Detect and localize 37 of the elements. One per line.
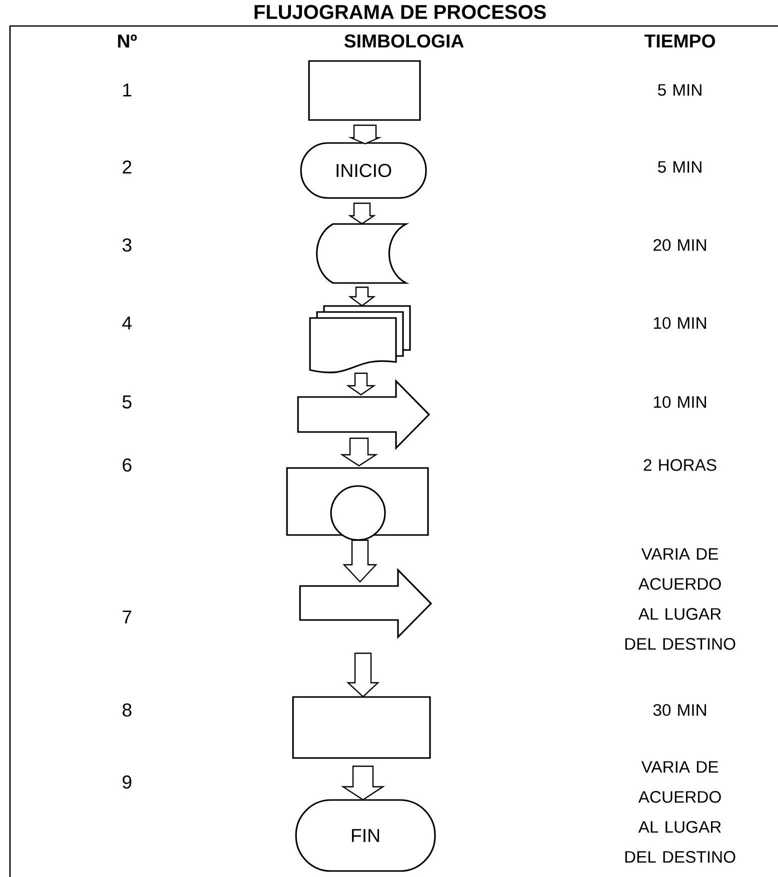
arrow — [346, 652, 380, 698]
arrow — [346, 372, 376, 396]
arrow — [348, 124, 382, 144]
time-label: 2 HORAS — [644, 459, 716, 471]
arrow — [348, 286, 376, 306]
row-number: 5 — [122, 396, 132, 409]
row-number: 8 — [122, 703, 132, 717]
row-number: 3 — [122, 238, 132, 252]
multi-document-symbol — [309, 305, 411, 374]
column-header: SIMBOLOGIA — [344, 34, 464, 48]
time-label: 5 MIN — [658, 84, 702, 96]
time-label: 10 MIN — [654, 396, 706, 408]
time-label: 30 MIN — [653, 704, 706, 716]
row-number: 1 — [123, 84, 132, 96]
time-label: 20 MIN — [654, 239, 706, 251]
block-arrow-symbol — [297, 379, 430, 450]
process-box — [292, 696, 431, 759]
process-box — [308, 60, 421, 121]
column-header: Nº — [118, 34, 137, 48]
arrow — [340, 438, 378, 466]
title: FLUJOGRAMA DE PROCESOS — [254, 4, 546, 20]
row-number: 7 — [122, 610, 132, 624]
arrow — [342, 540, 378, 583]
row-number: 9 — [122, 775, 132, 789]
row-number: 6 — [122, 458, 132, 472]
time-label: VARIA DE ACUERDO AL LUGAR DEL DESTINO — [625, 761, 736, 863]
time-label: 5 MIN — [658, 161, 702, 173]
arrow — [348, 202, 376, 224]
arrow — [340, 766, 386, 800]
stored-data-symbol — [316, 223, 407, 284]
row-number: 4 — [122, 316, 132, 330]
row-number: 2 — [122, 160, 132, 174]
time-label: VARIA DE ACUERDO AL LUGAR DEL DESTINO — [625, 548, 736, 650]
block-arrow-symbol — [299, 568, 432, 639]
box-with-circle-symbol — [286, 467, 429, 541]
column-header: TIEMPO — [644, 34, 716, 48]
time-label: 10 MIN — [654, 317, 706, 329]
